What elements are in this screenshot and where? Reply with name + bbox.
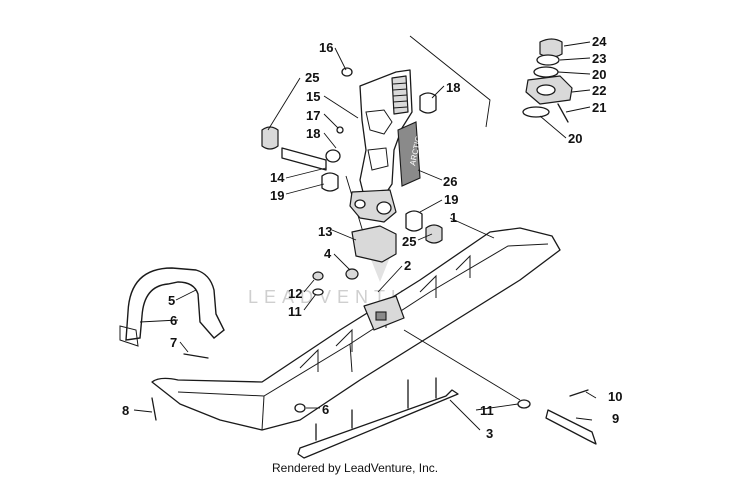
ski-loop bbox=[125, 267, 225, 341]
callout-5: 5 bbox=[168, 293, 175, 308]
spindle-assembly: ARCTIC bbox=[345, 35, 491, 256]
ski-body bbox=[151, 227, 561, 431]
callout-11-left: 11 bbox=[288, 304, 302, 319]
steering-arm-parts bbox=[522, 38, 573, 123]
callout-16: 16 bbox=[319, 40, 333, 55]
callout-6-top: 6 bbox=[170, 313, 177, 328]
callout-18-right: 18 bbox=[446, 80, 460, 95]
wear-bar bbox=[297, 377, 459, 459]
callout-24: 24 bbox=[592, 34, 607, 49]
leader-lines bbox=[133, 41, 597, 431]
callout-14: 14 bbox=[270, 170, 285, 185]
callout-3: 3 bbox=[486, 426, 493, 441]
callout-20-top: 20 bbox=[592, 67, 606, 82]
callout-26: 26 bbox=[443, 174, 457, 189]
callout-6-bottom: 6 bbox=[322, 402, 329, 417]
callout-22: 22 bbox=[592, 83, 606, 98]
wear-block bbox=[351, 225, 397, 263]
callout-4: 4 bbox=[324, 246, 332, 261]
callout-12: 12 bbox=[288, 286, 302, 301]
callout-19-right: 19 bbox=[444, 192, 458, 207]
callout-8: 8 bbox=[122, 403, 129, 418]
credit-text: Rendered by LeadVenture, Inc. bbox=[272, 461, 438, 475]
callout-2: 2 bbox=[404, 258, 411, 273]
callout-1: 1 bbox=[450, 210, 457, 225]
callout-9: 9 bbox=[612, 411, 619, 426]
callout-25-right: 25 bbox=[402, 234, 416, 249]
callout-18-left: 18 bbox=[306, 126, 320, 141]
callout-7: 7 bbox=[170, 335, 177, 350]
callout-21: 21 bbox=[592, 100, 606, 115]
callout-19-left: 19 bbox=[270, 188, 284, 203]
callout-13: 13 bbox=[318, 224, 332, 239]
callout-11-right: 11 bbox=[480, 403, 494, 418]
callout-23: 23 bbox=[592, 51, 606, 66]
callouts: 16 25 15 17 18 18 14 19 26 19 1 25 13 4 … bbox=[122, 34, 622, 441]
fasteners bbox=[151, 268, 597, 445]
callout-10: 10 bbox=[608, 389, 622, 404]
callout-20-bottom: 20 bbox=[568, 131, 582, 146]
callout-15: 15 bbox=[306, 89, 320, 104]
callout-17: 17 bbox=[306, 108, 320, 123]
callout-25-top: 25 bbox=[305, 70, 319, 85]
